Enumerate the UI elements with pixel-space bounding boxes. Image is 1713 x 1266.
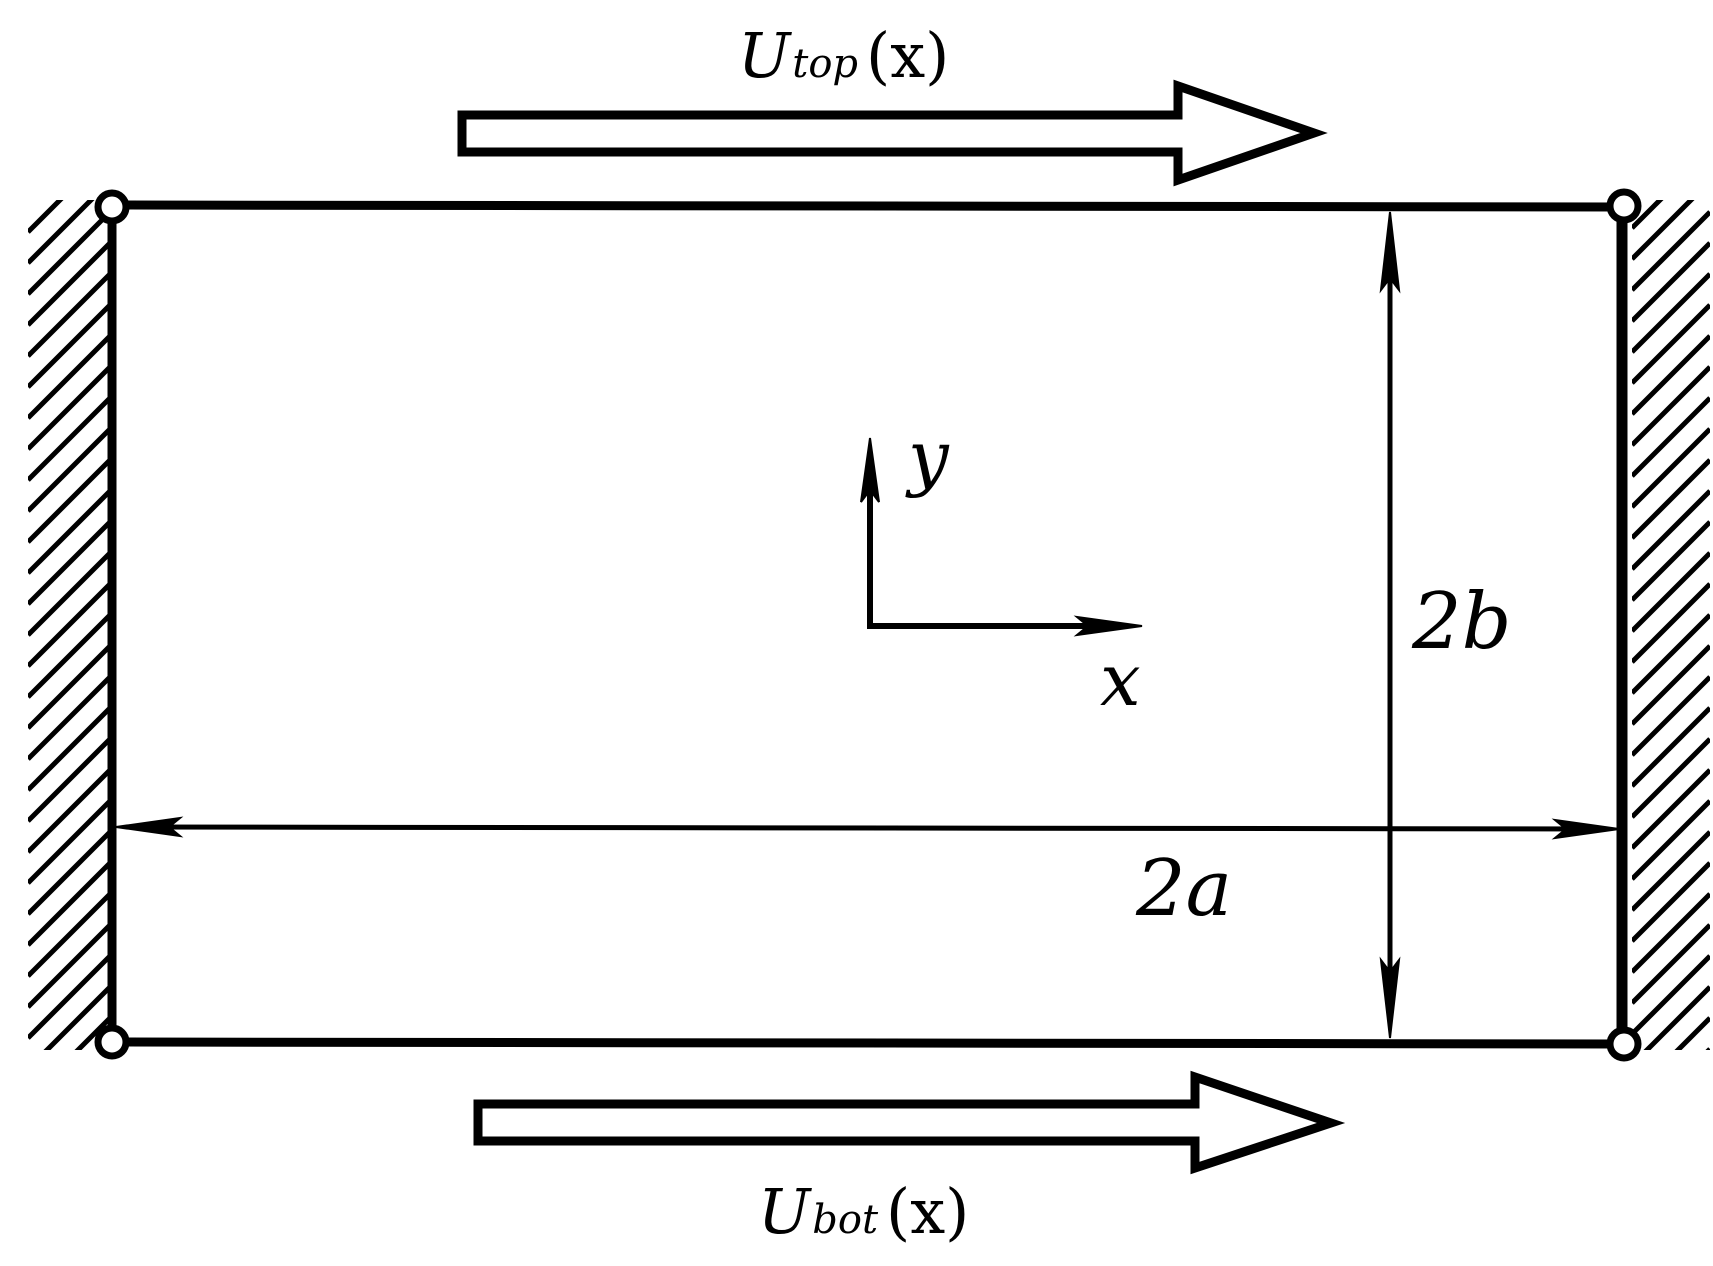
left-wall-hatch-line	[28, 675, 110, 761]
bottom-velocity-label: Ubot(x)	[758, 1175, 969, 1248]
x-axis-label: x	[1100, 638, 1141, 722]
top-velocity-symbol: U	[738, 19, 792, 92]
left-wall-hatch-line	[28, 489, 110, 575]
corner-hinges	[94, 188, 1642, 1062]
right-wall-hatch-line	[1632, 613, 1710, 695]
left-wall-hatch-line	[28, 861, 110, 947]
right-wall-hatch-line	[1632, 241, 1710, 323]
right-wall-hatch-line	[1632, 737, 1710, 819]
left-wall-hatch-line	[43, 985, 110, 1050]
right-wall-hatch-line	[1632, 200, 1664, 230]
coordinate-axes	[860, 437, 1143, 637]
right-wall-hatch-line	[1632, 458, 1710, 540]
left-wall-hatch-line	[28, 923, 110, 1009]
top-velocity-subscript: top	[792, 41, 858, 87]
width-dimension-label: 2a	[1135, 844, 1232, 934]
left-wall-hatch-line	[28, 954, 110, 1040]
right-wall-hatch-line	[1632, 923, 1710, 1005]
right-wall-hatch-line	[1632, 551, 1710, 633]
width-dimension-line	[129, 824, 1606, 832]
right-wall-hatch-line	[1705, 1047, 1710, 1050]
top-velocity-argument: (x)	[866, 19, 949, 92]
left-wall-hatch-line	[28, 241, 110, 327]
bottom-velocity-subscript: bot	[812, 1197, 879, 1243]
right-wall-hatch-line	[1632, 200, 1695, 261]
width-right-arrowhead-icon	[1551, 818, 1620, 840]
right-wall-hatch-line	[1632, 210, 1710, 292]
right-wall-hatch-line	[1632, 768, 1710, 850]
right-wall-hatch-line	[1674, 1016, 1710, 1050]
height-bottom-arrowhead-icon	[1379, 956, 1401, 1039]
top-left-hinge-icon	[94, 189, 130, 225]
right-wall-hatch-line	[1632, 954, 1710, 1036]
left-wall-hatch-line	[28, 365, 110, 451]
right-wall-hatch-line	[1632, 334, 1710, 416]
cavity-boundary	[107, 200, 1628, 1049]
right-wall-hatch-line	[1632, 489, 1710, 571]
left-wall-hatch-line	[28, 334, 110, 420]
left-wall-hatch-line	[28, 613, 110, 699]
left-wall-hatch-line	[28, 892, 110, 978]
width-left-arrowhead-icon	[115, 816, 184, 838]
right-wall-hatch-line	[1632, 272, 1710, 354]
width-dimension	[115, 816, 1620, 840]
right-wall-hatch-line	[1632, 830, 1710, 912]
right-wall-hatch-line	[1632, 644, 1710, 726]
left-wall-hatching	[28, 200, 110, 1050]
right-wall-hatch-line	[1643, 985, 1710, 1050]
y-axis-arrowhead-icon	[860, 437, 880, 503]
right-wall-hatch-line	[1632, 582, 1710, 664]
right-wall-hatch-line	[1632, 365, 1710, 447]
top-velocity-label: Utop(x)	[738, 19, 949, 92]
left-wall-hatch-line	[28, 520, 110, 606]
y-axis-label: y	[905, 415, 950, 499]
left-wall-hatch-line	[28, 644, 110, 730]
left-wall-hatch-line	[28, 200, 64, 234]
left-wall-hatch-line	[105, 1047, 110, 1050]
right-wall-hatch-line	[1632, 892, 1710, 974]
right-wall-hatch-line	[1632, 861, 1710, 943]
height-dimension-label: 2b	[1411, 577, 1512, 667]
left-wall-hatch-line	[28, 396, 110, 482]
bottom-left-hinge-icon	[94, 1024, 130, 1060]
bottom-velocity-symbol: U	[758, 1175, 812, 1248]
left-wall-hatch-line	[28, 582, 110, 668]
height-dimension	[1379, 211, 1401, 1039]
left-wall-hatch-line	[28, 458, 110, 544]
bottom-velocity-argument: (x)	[886, 1175, 969, 1248]
top-right-hinge-icon	[1606, 188, 1642, 224]
right-wall-hatch-line	[1632, 675, 1710, 757]
right-wall-hatch-line	[1632, 799, 1710, 881]
bottom-right-hinge-icon	[1606, 1026, 1642, 1062]
right-wall-hatch-line	[1632, 303, 1710, 385]
top-velocity-arrow-icon	[457, 79, 1328, 187]
bottom-velocity-arrow-icon	[473, 1070, 1346, 1175]
left-wall-hatch-line	[28, 303, 110, 389]
left-wall-hatch-line	[28, 706, 110, 792]
x-axis-arrowhead-icon	[1073, 615, 1143, 637]
left-wall-hatch-line	[28, 830, 110, 916]
right-wall-hatch-line	[1632, 396, 1710, 478]
left-wall-hatch-line	[28, 737, 110, 823]
right-wall-hatch-line	[1632, 706, 1710, 788]
bottom-lid-line	[111, 1037, 1623, 1049]
left-wall-hatch-line	[28, 427, 110, 513]
right-wall-hatching	[1632, 200, 1710, 1050]
left-wall-hatch-line	[28, 799, 110, 885]
left-wall-hatch-line	[28, 768, 110, 854]
left-wall-hatch-line	[28, 272, 110, 358]
height-top-arrowhead-icon	[1379, 211, 1401, 294]
right-wall-hatch-line	[1632, 427, 1710, 509]
left-wall-hatch-line	[28, 200, 95, 265]
right-wall-hatch-line	[1632, 520, 1710, 602]
left-wall-hatch-line	[74, 1016, 110, 1050]
left-wall-hatch-line	[28, 210, 110, 296]
top-lid-line	[111, 200, 1623, 212]
left-wall-hatch-line	[28, 551, 110, 637]
